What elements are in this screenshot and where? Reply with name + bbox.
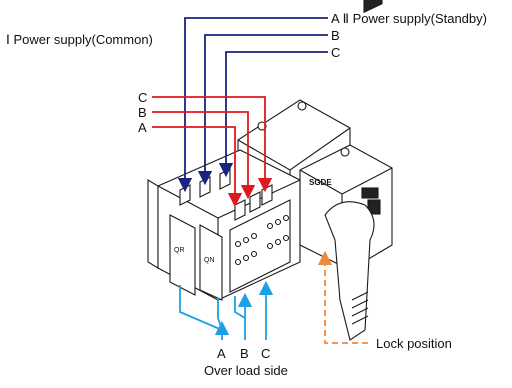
- lock-position-label: Lock position: [376, 336, 452, 351]
- common-supply-label: Ⅰ Power supply(Common): [6, 32, 153, 47]
- standby-line-a: [177, 17, 328, 193]
- load-b-label: B: [240, 346, 249, 361]
- common-supply-lines: [152, 96, 273, 208]
- standby-supply-label: A Ⅱ Power supply(Standby): [331, 11, 487, 26]
- common-b-label: B: [138, 105, 147, 120]
- handle: [324, 201, 375, 341]
- standby-c-label: C: [331, 45, 341, 60]
- lock-position-line: [317, 250, 368, 344]
- brand-logo: SGDE: [309, 178, 332, 187]
- common-line-b: [152, 111, 256, 200]
- display-window-1: [363, 0, 383, 14]
- load-side-lines: [179, 280, 274, 340]
- load-c-label: C: [261, 346, 271, 361]
- qr-plate-label: QR: [174, 247, 185, 254]
- load-side-label: Over load side: [204, 363, 288, 378]
- qn-plate-label: QN: [204, 257, 215, 264]
- standby-line-b: [197, 34, 328, 186]
- standby-line-c: [218, 51, 328, 178]
- common-a-label: A: [138, 120, 147, 135]
- common-c-label: C: [138, 90, 148, 105]
- plate-qr: [169, 214, 196, 296]
- plate-qn: [199, 224, 223, 301]
- common-line-a: [152, 126, 243, 208]
- left-bracket: [147, 179, 159, 269]
- load-a-label: A: [217, 346, 226, 361]
- load-line-a-left: [179, 285, 223, 331]
- standby-supply-lines: [177, 17, 328, 193]
- standby-b-label: B: [331, 28, 340, 43]
- switch-body: [147, 0, 393, 341]
- common-line-c: [152, 96, 273, 193]
